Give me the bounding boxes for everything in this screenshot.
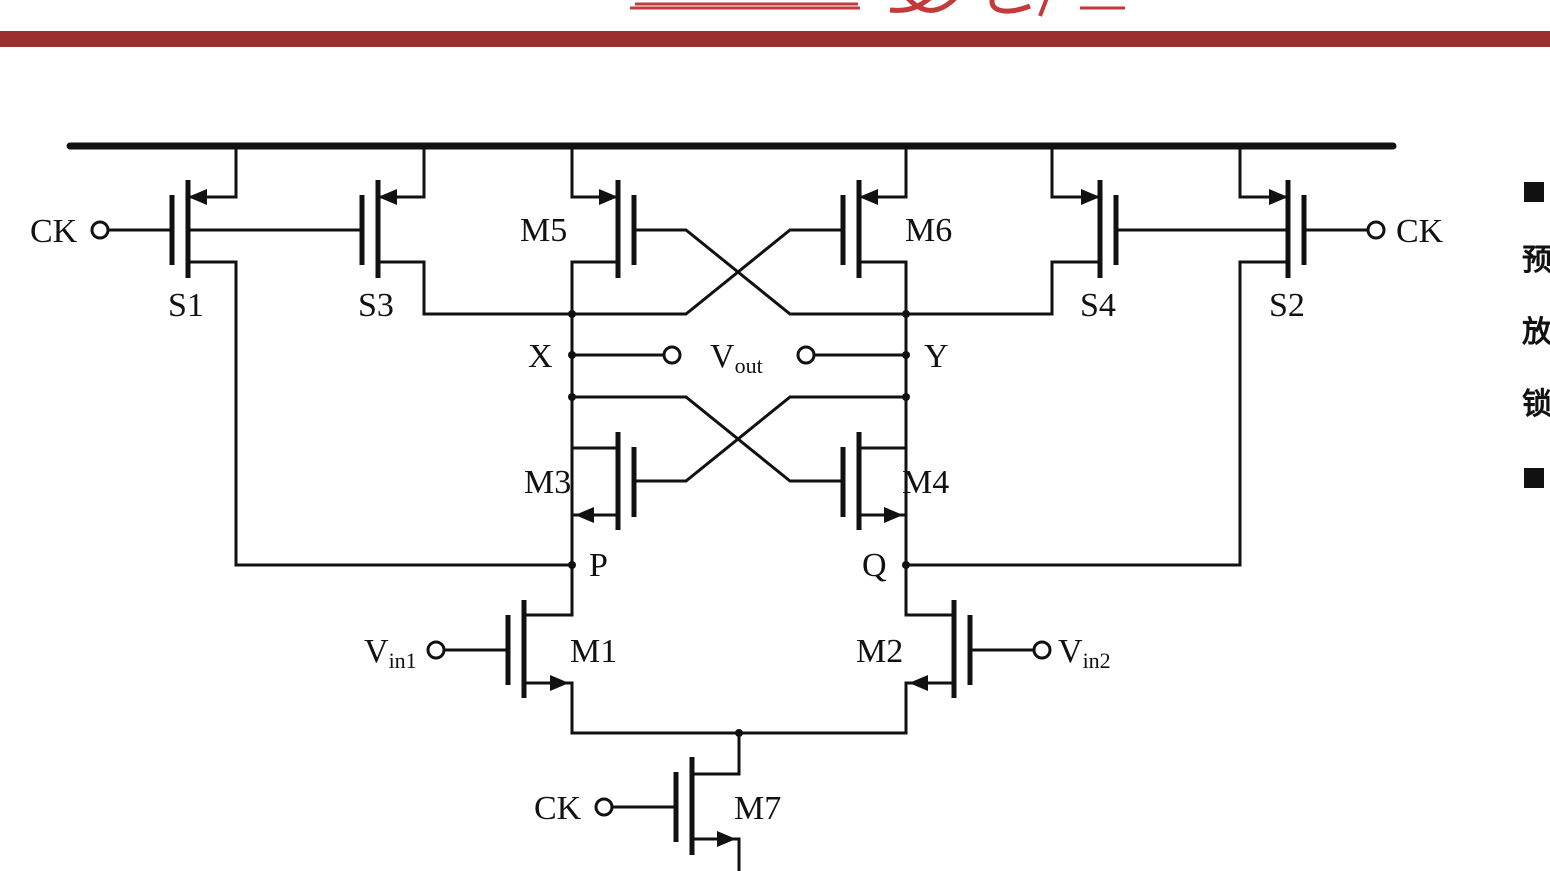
transistor-m7 [673, 731, 741, 871]
label-vout-sub: out [735, 353, 763, 378]
junction-dots [568, 310, 910, 737]
label-vin1-main: V [364, 633, 389, 670]
header-title-fragment [630, 0, 1125, 17]
label-node-p: P [589, 547, 608, 584]
label-vout-main: V [710, 338, 735, 375]
label-m6: M6 [905, 212, 952, 249]
label-m2: M2 [856, 633, 903, 670]
label-s1: S1 [168, 287, 204, 324]
label-ck-left: CK [30, 213, 78, 250]
transistor-m3 [570, 395, 637, 567]
vout-terminals [570, 345, 908, 365]
label-m5: M5 [520, 212, 567, 249]
label-m7: M7 [734, 790, 781, 827]
side-text-line-1: 预 [1522, 243, 1550, 278]
label-ck-bottom: CK [534, 790, 582, 827]
label-s2: S2 [1269, 287, 1305, 324]
label-m3: M3 [524, 464, 571, 501]
label-node-q: Q [862, 547, 887, 584]
transistor-m1 [505, 563, 908, 735]
transistor-s1 [169, 144, 574, 567]
label-s4: S4 [1080, 287, 1116, 324]
label-ck-right: CK [1396, 213, 1444, 250]
transistor-m4 [840, 395, 908, 567]
label-vin2-main: V [1058, 633, 1083, 670]
transistor-s3 [359, 144, 574, 316]
side-text-column: 预 放 锁 [1522, 168, 1550, 488]
vin1-input [426, 640, 510, 660]
ck-right-input [1114, 220, 1386, 240]
transistor-m2 [904, 563, 973, 735]
bullet-square-icon [1524, 182, 1544, 202]
label-m1: M1 [570, 633, 617, 670]
side-text-line-3: 锁 [1522, 387, 1550, 422]
ck-left-input [90, 220, 362, 240]
transistor-m5 [570, 144, 637, 567]
label-s3: S3 [358, 287, 394, 324]
label-m4: M4 [902, 464, 949, 501]
transistor-m6 [840, 144, 908, 567]
label-vout: Vout [710, 338, 763, 378]
label-vin1: Vin1 [364, 633, 417, 673]
label-vin2: Vin2 [1058, 633, 1111, 673]
header-bar [0, 31, 1550, 47]
transistor-s2 [904, 144, 1307, 567]
bullet-square-icon [1524, 468, 1544, 488]
ck-bottom-input [594, 797, 678, 817]
vin2-input [968, 640, 1052, 660]
label-node-x: X [528, 338, 553, 375]
label-vin2-sub: in2 [1083, 648, 1111, 673]
side-text-line-2: 放 [1522, 315, 1550, 350]
label-node-y: Y [924, 338, 949, 375]
label-vin1-sub: in1 [389, 648, 417, 673]
